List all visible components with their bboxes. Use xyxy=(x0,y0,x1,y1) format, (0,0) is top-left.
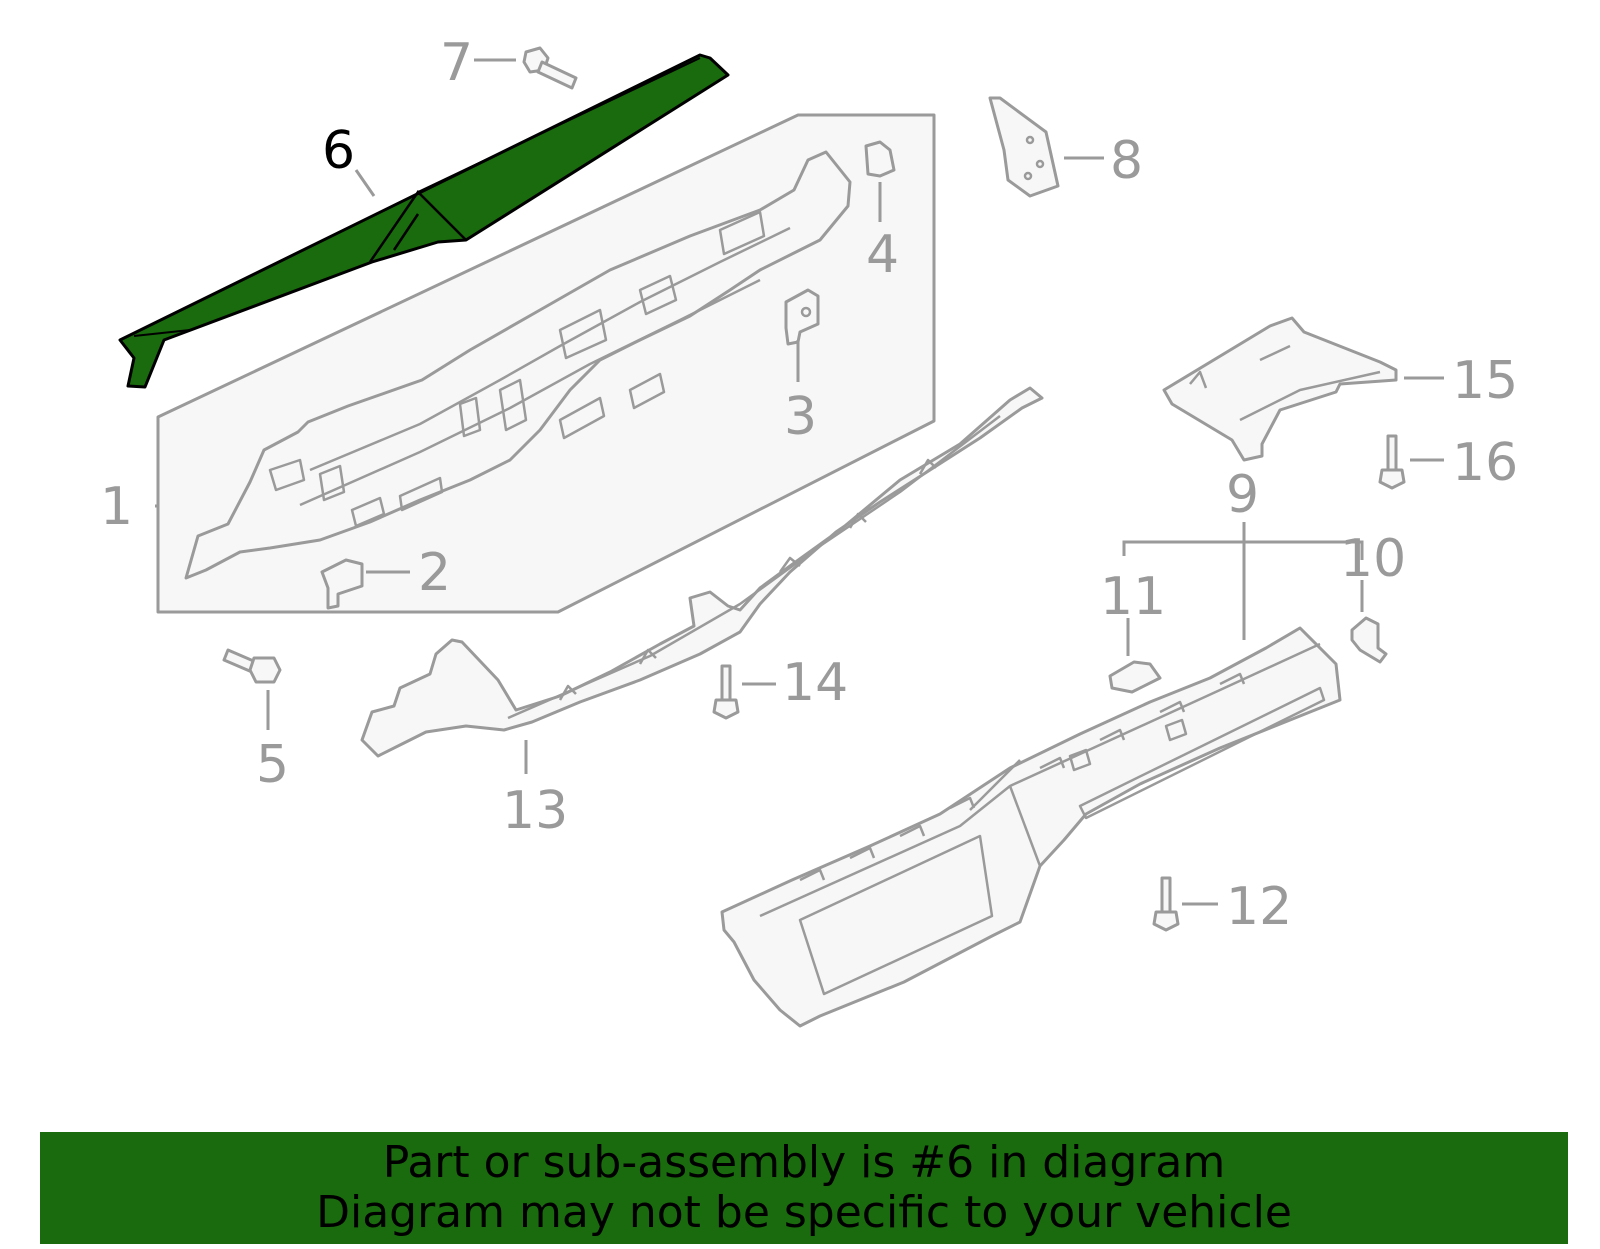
part-13-bracket xyxy=(360,386,1044,758)
callout-6: 6 xyxy=(322,121,355,181)
callout-15: 15 xyxy=(1452,351,1518,411)
callout-4: 4 xyxy=(866,225,899,285)
part-8-bracket xyxy=(988,96,1060,198)
leader-lines xyxy=(155,58,1444,906)
part-6-highlighted xyxy=(118,53,730,389)
part-1-frame xyxy=(184,150,852,580)
notice-banner: Part or sub-assembly is #6 in diagram Di… xyxy=(40,1132,1568,1244)
callout-7: 7 xyxy=(440,33,473,93)
callout-2: 2 xyxy=(418,543,451,603)
part-15-bracket xyxy=(1162,316,1398,462)
callout-14: 14 xyxy=(782,653,848,713)
part-14-bolt xyxy=(712,664,740,720)
part-9-panel xyxy=(720,626,1342,1028)
banner-line-2: Diagram may not be specific to your vehi… xyxy=(316,1187,1292,1238)
callout-8: 8 xyxy=(1110,131,1143,191)
callout-16: 16 xyxy=(1452,433,1518,493)
callout-12: 12 xyxy=(1226,877,1292,937)
part-6-shape xyxy=(118,53,730,389)
callout-labels: 1 2 3 4 5 6 7 8 9 10 11 12 13 14 15 16 xyxy=(100,33,1518,937)
part-3-nut xyxy=(784,288,820,346)
callout-9: 9 xyxy=(1226,465,1259,525)
banner-line-1: Part or sub-assembly is #6 in diagram xyxy=(382,1137,1226,1188)
part-16-bolt xyxy=(1378,434,1406,490)
callout-5: 5 xyxy=(256,735,289,795)
callout-11: 11 xyxy=(1100,567,1166,627)
part-11-pad xyxy=(1108,660,1162,694)
callout-3: 3 xyxy=(784,387,817,447)
part-5-bolt xyxy=(222,648,282,684)
part-2-clip xyxy=(320,558,364,610)
part-10-clip xyxy=(1350,616,1388,664)
callout-1: 1 xyxy=(100,477,133,537)
part-7-bolt xyxy=(522,46,578,90)
callout-10: 10 xyxy=(1340,529,1406,589)
callout-13: 13 xyxy=(502,781,568,841)
part-4-clip xyxy=(864,140,896,178)
part-12-bolt xyxy=(1152,876,1180,932)
